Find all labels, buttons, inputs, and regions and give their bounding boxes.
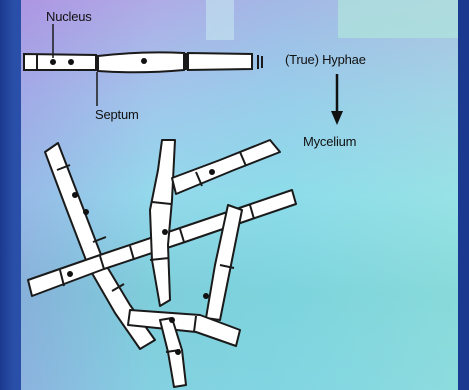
hypha-cell	[24, 54, 96, 70]
nucleus-dot	[141, 58, 147, 64]
arrow-head	[331, 111, 343, 125]
nucleus-label: Nucleus	[46, 9, 92, 24]
nucleus-dot	[68, 59, 74, 65]
nucleus-dot	[50, 59, 56, 65]
true-hyphae-label: (True) Hyphae	[285, 52, 366, 67]
nucleus-dot	[162, 229, 168, 235]
nucleus-dot	[209, 169, 215, 175]
nucleus-dot	[175, 349, 181, 355]
hypha-branch	[172, 140, 280, 194]
mycelium	[28, 140, 296, 387]
mycelium-label: Mycelium	[303, 134, 356, 149]
hypha-cell	[188, 53, 252, 70]
hypha-cell	[98, 52, 184, 72]
nucleus-dot	[72, 192, 78, 198]
hypha-branch	[150, 140, 175, 306]
nucleus-dot	[67, 271, 73, 277]
nucleus-dot	[169, 317, 175, 323]
septum-label: Septum	[95, 107, 139, 122]
nucleus-dot	[83, 209, 89, 215]
nucleus-dot	[203, 293, 209, 299]
